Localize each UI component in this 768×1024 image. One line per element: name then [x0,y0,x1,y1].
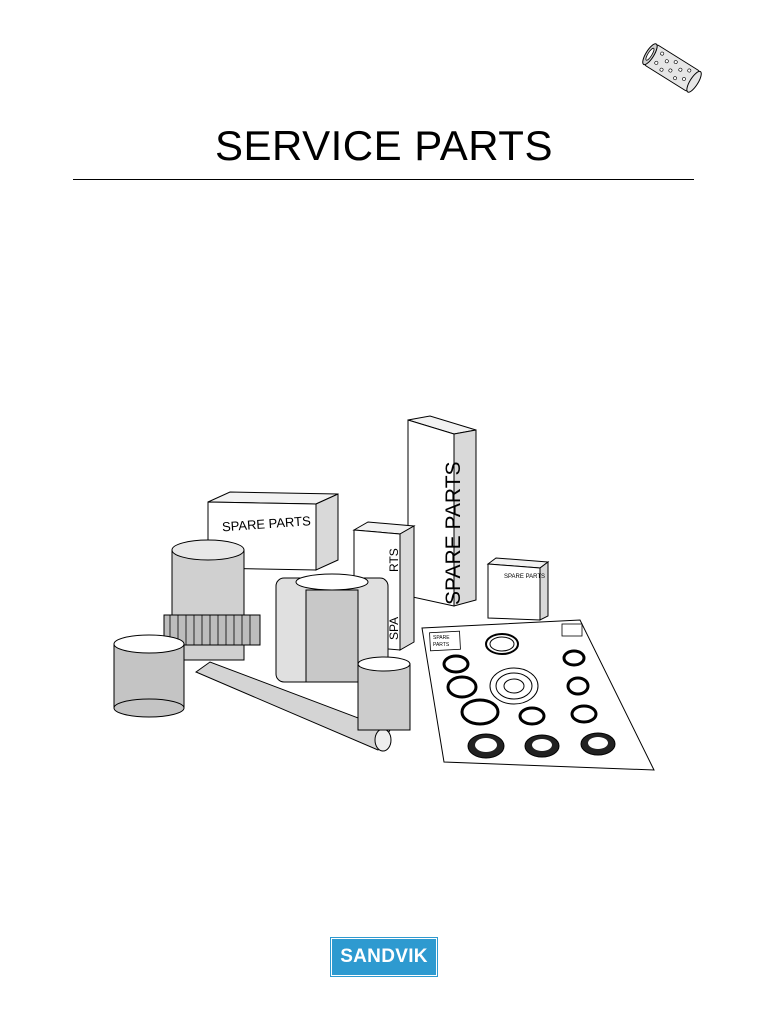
sandvik-logo-text: SANDVIK [332,939,436,975]
small-box-label: SPARE PARTS [504,574,545,580]
medium-box-label-bottom: SPA [387,617,401,640]
flange-housing [275,573,389,683]
large-box-label: SPARE PARTS [221,513,311,534]
small-bushing [357,656,411,731]
medium-box-label-top: RTS [387,548,401,572]
title-divider [73,179,694,180]
tall-spare-parts-box: SPARE PARTS [407,415,477,607]
small-spare-parts-box: SPARE PARTS [486,557,550,621]
seal-kit-card: SPARE PARTS [421,619,655,771]
spare-parts-illustration: SPARE PARTS SPARE PARTS RTS SPA SPARE PA… [113,415,655,771]
sandvik-logo: SANDVIK [330,937,438,977]
seal-kit-label-1: SPARE [433,635,450,641]
drill-bit-cylinder-icon [642,43,702,93]
seal-kit-label-2: PARTS [433,642,450,648]
page-title: SERVICE PARTS [215,122,553,169]
bushing [113,634,185,718]
tall-box-label: SPARE PARTS [442,461,465,605]
